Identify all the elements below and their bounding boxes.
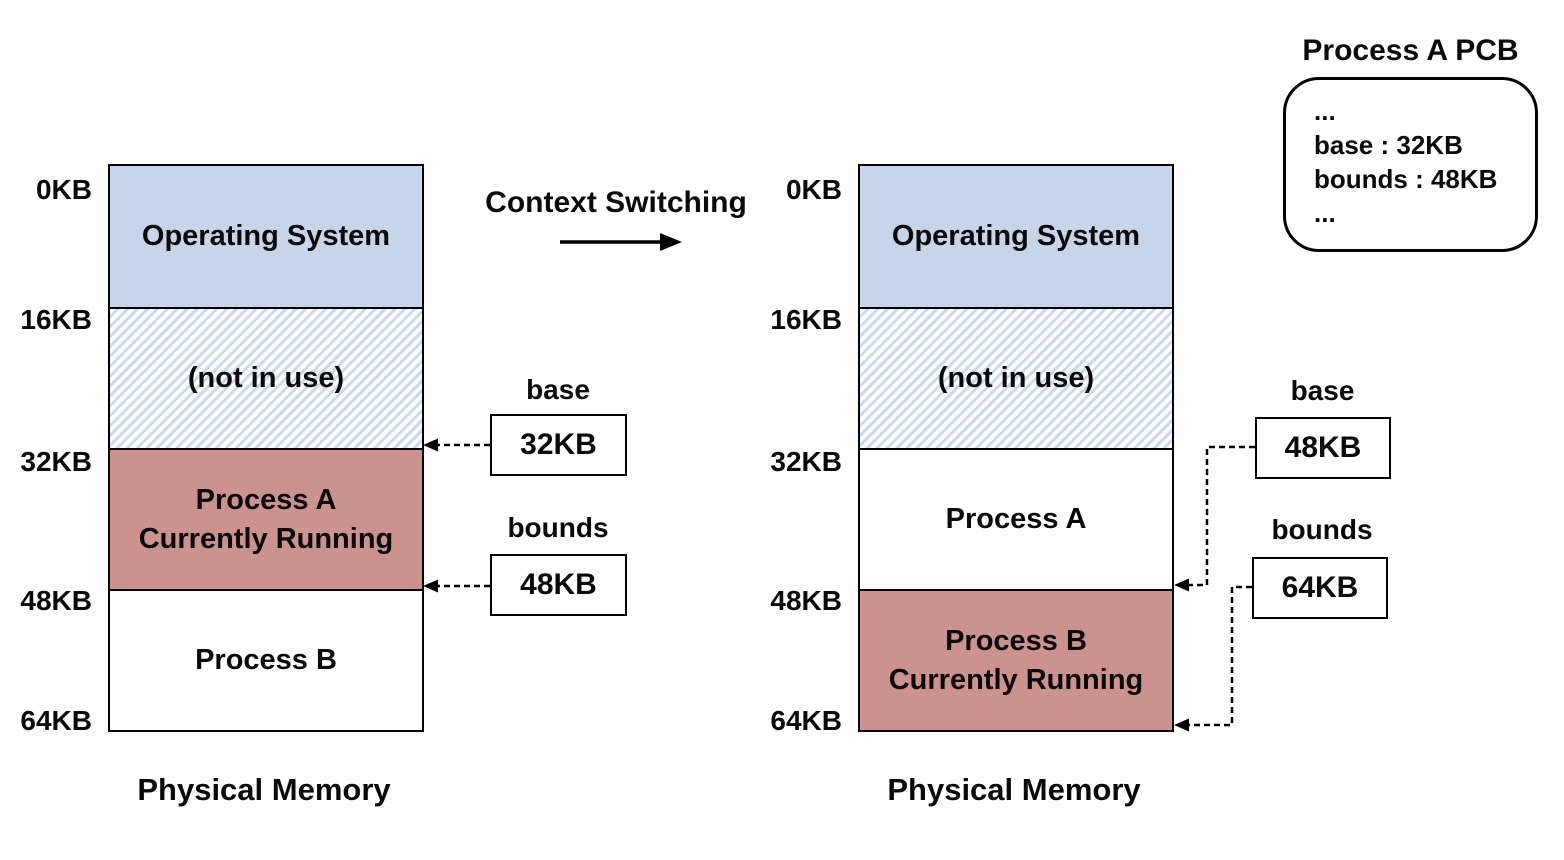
left-section-not-in-use: (not in use): [110, 307, 422, 448]
pcb-box: ... base : 32KB bounds : 48KB ...: [1283, 77, 1538, 252]
section-label: Operating System: [891, 220, 1141, 253]
right-tick-64kb: 64KB: [770, 705, 842, 736]
pcb-line-ellipsis-bottom: ...: [1314, 198, 1336, 228]
section-label: Process A: [195, 483, 337, 516]
right-section-process-b-running: Process B Currently Running: [860, 589, 1172, 730]
right-section-operating-system: Operating System: [860, 166, 1172, 307]
left-bounds-label: bounds: [507, 512, 609, 543]
left-caption-physical-memory: Physical Memory: [137, 772, 391, 807]
pcb-title: Process A PCB: [1302, 34, 1519, 67]
left-bounds-value: 48KB: [520, 568, 597, 601]
right-caption-physical-memory: Physical Memory: [887, 772, 1141, 807]
right-base-label: base: [1290, 375, 1355, 406]
left-tick-32kb: 32KB: [20, 446, 92, 477]
left-tick-0kb: 0KB: [35, 174, 92, 205]
right-tick-16kb: 16KB: [770, 304, 842, 335]
left-tick-64kb: 64KB: [20, 705, 92, 736]
left-base-value-box: 32KB: [490, 414, 627, 476]
pcb-line-base: base : 32KB: [1314, 130, 1463, 160]
context-switching-arrow-icon: [560, 233, 682, 251]
left-bounds-pointer-arrow-icon: [423, 579, 490, 593]
section-sublabel: Currently Running: [888, 663, 1144, 696]
right-bounds-pointer-arrow-icon: [1174, 585, 1252, 732]
left-section-process-b: Process B: [110, 589, 422, 730]
section-sublabel: Currently Running: [138, 522, 394, 555]
left-section-operating-system: Operating System: [110, 166, 422, 307]
left-tick-16kb: 16KB: [20, 304, 92, 335]
left-bounds-value-box: 48KB: [490, 554, 627, 616]
right-base-value: 48KB: [1284, 431, 1362, 464]
section-label: Process B: [195, 644, 337, 677]
right-section-not-in-use: (not in use): [860, 307, 1172, 448]
right-bounds-value-box: 64KB: [1252, 557, 1388, 619]
left-base-value: 32KB: [520, 428, 597, 461]
right-bounds-label: bounds: [1271, 514, 1373, 545]
left-physical-memory-box: Operating System (not in use) Process A …: [108, 164, 424, 732]
right-bounds-value: 64KB: [1281, 571, 1359, 604]
section-label: Process B: [945, 624, 1087, 657]
left-base-pointer-arrow-icon: [423, 438, 490, 452]
right-tick-32kb: 32KB: [770, 446, 842, 477]
right-tick-0kb: 0KB: [785, 174, 842, 205]
section-label: (not in use): [937, 362, 1095, 395]
left-tick-48kb: 48KB: [20, 585, 92, 616]
right-tick-48kb: 48KB: [770, 585, 842, 616]
context-switching-label: Context Switching: [485, 186, 747, 219]
right-section-process-a: Process A: [860, 448, 1172, 589]
left-section-process-a-running: Process A Currently Running: [110, 448, 422, 589]
pcb-line-bounds: bounds : 48KB: [1314, 164, 1498, 194]
pcb-line-ellipsis-top: ...: [1314, 96, 1336, 126]
right-base-pointer-arrow-icon: [1174, 445, 1255, 592]
section-label: Process A: [945, 503, 1087, 536]
right-base-value-box: 48KB: [1255, 417, 1391, 479]
right-physical-memory-box: Operating System (not in use) Process A …: [858, 164, 1174, 732]
section-label: (not in use): [187, 362, 345, 395]
left-base-label: base: [526, 374, 590, 405]
section-label: Operating System: [141, 220, 391, 253]
